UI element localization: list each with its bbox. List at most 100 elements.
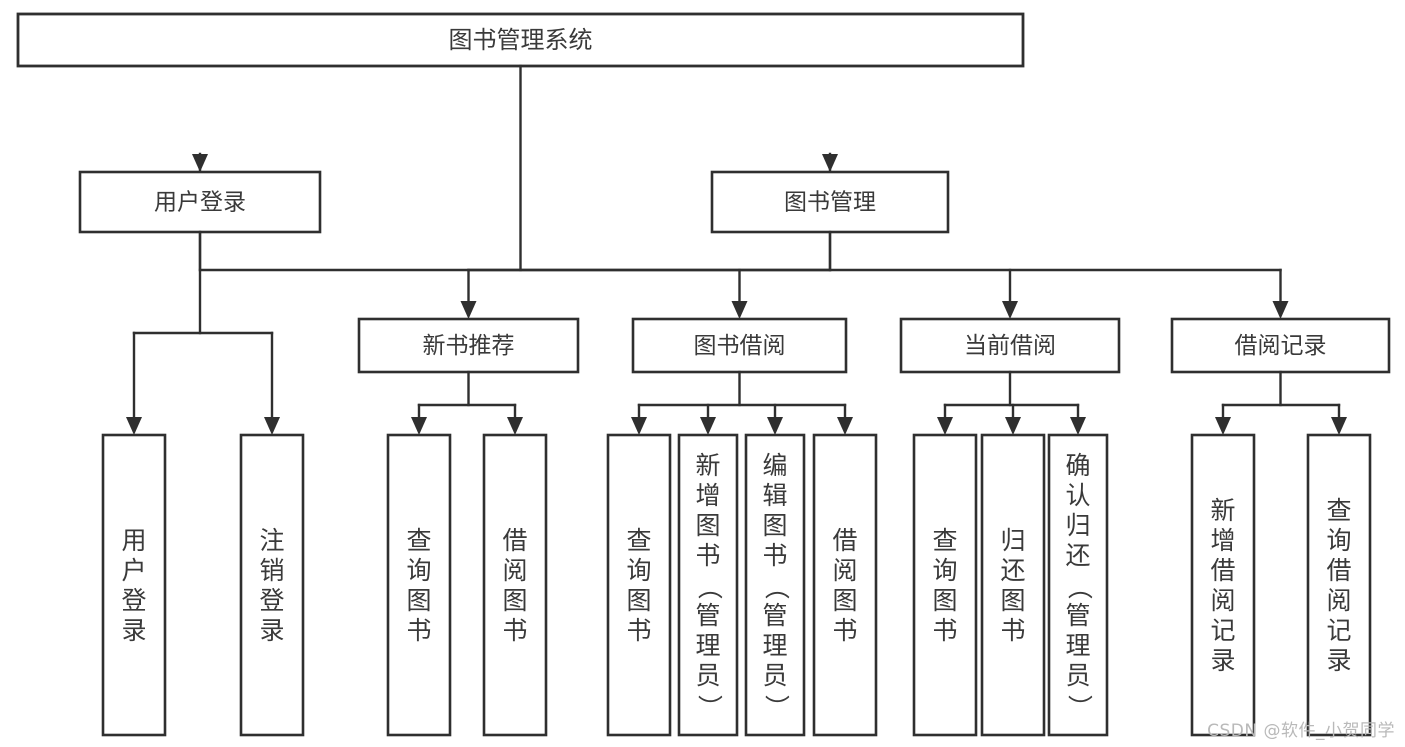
svg-text:登: 登	[259, 586, 284, 615]
svg-text:增: 增	[1210, 526, 1235, 555]
svg-text:管: 管	[762, 601, 787, 630]
node-leaf-borrow-book-rec[interactable]	[482, 433, 548, 737]
svg-text:图: 图	[832, 586, 857, 615]
arrow-down-icon	[731, 301, 748, 319]
node-root-label: 图书管理系统	[449, 26, 593, 54]
node-leaf-query-book-borrow[interactable]	[606, 433, 672, 737]
svg-text:图: 图	[502, 586, 527, 615]
svg-text:新: 新	[1210, 496, 1235, 525]
svg-text:销: 销	[259, 556, 284, 585]
svg-text:还: 还	[1000, 556, 1025, 585]
node-borrow-record-label: 借阅记录	[1235, 333, 1327, 359]
node-leaf-user-logout[interactable]	[239, 433, 305, 737]
svg-text:询: 询	[626, 556, 651, 585]
node-book-manage[interactable]	[710, 170, 950, 234]
arrow-down-icon	[822, 154, 838, 172]
arrow-down-icon	[700, 417, 716, 435]
svg-text:用: 用	[121, 526, 146, 555]
svg-text:查: 查	[932, 526, 957, 555]
svg-text:阅: 阅	[1210, 586, 1235, 615]
svg-text:阅: 阅	[1326, 586, 1351, 615]
svg-text:借: 借	[502, 526, 527, 555]
svg-text:图: 图	[1000, 586, 1025, 615]
svg-text:询: 询	[406, 556, 431, 585]
svg-text:确: 确	[1065, 451, 1090, 480]
svg-text:理: 理	[695, 631, 720, 660]
arrow-down-icon	[1070, 417, 1086, 435]
node-borrow-record[interactable]	[1170, 317, 1391, 374]
arrow-down-icon	[126, 417, 142, 435]
node-leaf-query-book-cur[interactable]	[912, 433, 978, 737]
node-leaf-edit-book-admin[interactable]	[744, 433, 806, 737]
arrow-down-icon	[411, 417, 427, 435]
node-book-manage-label: 图书管理	[784, 190, 876, 216]
svg-text:管: 管	[695, 601, 720, 630]
node-leaf-query-book-rec[interactable]	[386, 433, 452, 737]
arrow-down-icon	[264, 417, 280, 435]
node-user-login-label: 用户登录	[154, 190, 246, 216]
arrow-down-icon	[1331, 417, 1347, 435]
node-leaf-borrow-book[interactable]	[812, 433, 878, 737]
svg-text:书: 书	[932, 616, 957, 645]
svg-text:借: 借	[1210, 556, 1235, 585]
arrow-down-icon	[837, 417, 853, 435]
arrow-down-icon	[1002, 301, 1018, 319]
arrow-down-icon	[1272, 301, 1289, 319]
svg-text:新: 新	[695, 451, 720, 480]
node-leaf-user-login[interactable]	[101, 433, 167, 737]
svg-text:理: 理	[762, 631, 787, 660]
svg-text:认: 认	[1065, 481, 1090, 510]
arrow-down-icon	[767, 417, 783, 435]
csdn-watermark: CSDN @软件_小贺同学	[1207, 721, 1395, 741]
svg-text:增: 增	[695, 481, 720, 510]
node-new-book-rec-label: 新书推荐	[423, 333, 515, 359]
svg-text:归: 归	[1065, 511, 1090, 540]
svg-text:员: 员	[762, 661, 787, 690]
svg-text:书: 书	[502, 616, 527, 645]
node-leaf-add-book-admin[interactable]	[677, 433, 739, 737]
svg-text:书: 书	[1000, 616, 1025, 645]
svg-text:（: （	[762, 574, 791, 599]
svg-text:查: 查	[1326, 496, 1351, 525]
svg-text:图: 图	[626, 586, 651, 615]
node-current-borrow-label: 当前借阅	[964, 333, 1056, 359]
svg-text:）: ）	[695, 694, 724, 719]
node-leaf-confirm-return-admin[interactable]	[1047, 433, 1109, 737]
node-leaf-query-borrow-record[interactable]	[1306, 433, 1372, 737]
svg-text:图: 图	[762, 511, 787, 540]
svg-text:注: 注	[259, 526, 284, 555]
svg-text:书: 书	[762, 541, 787, 570]
svg-text:书: 书	[832, 616, 857, 645]
svg-text:理: 理	[1065, 631, 1090, 660]
arrow-down-icon	[192, 154, 208, 172]
svg-text:询: 询	[1326, 526, 1351, 555]
svg-text:记: 记	[1210, 616, 1235, 645]
node-leaf-add-borrow-record[interactable]	[1190, 433, 1256, 737]
svg-text:查: 查	[626, 526, 651, 555]
node-user-login[interactable]	[78, 170, 322, 234]
svg-text:编: 编	[762, 451, 787, 480]
svg-text:询: 询	[932, 556, 957, 585]
svg-text:登: 登	[121, 586, 146, 615]
svg-text:归: 归	[1000, 526, 1025, 555]
svg-text:图: 图	[406, 586, 431, 615]
svg-text:还: 还	[1065, 541, 1090, 570]
svg-text:录: 录	[259, 616, 284, 645]
svg-text:借: 借	[832, 526, 857, 555]
node-leaf-return-book[interactable]	[980, 433, 1046, 737]
arrow-down-icon	[937, 417, 953, 435]
svg-text:书: 书	[695, 541, 720, 570]
svg-text:阅: 阅	[502, 556, 527, 585]
svg-text:员: 员	[1065, 661, 1090, 690]
node-root-system[interactable]	[16, 12, 1025, 68]
